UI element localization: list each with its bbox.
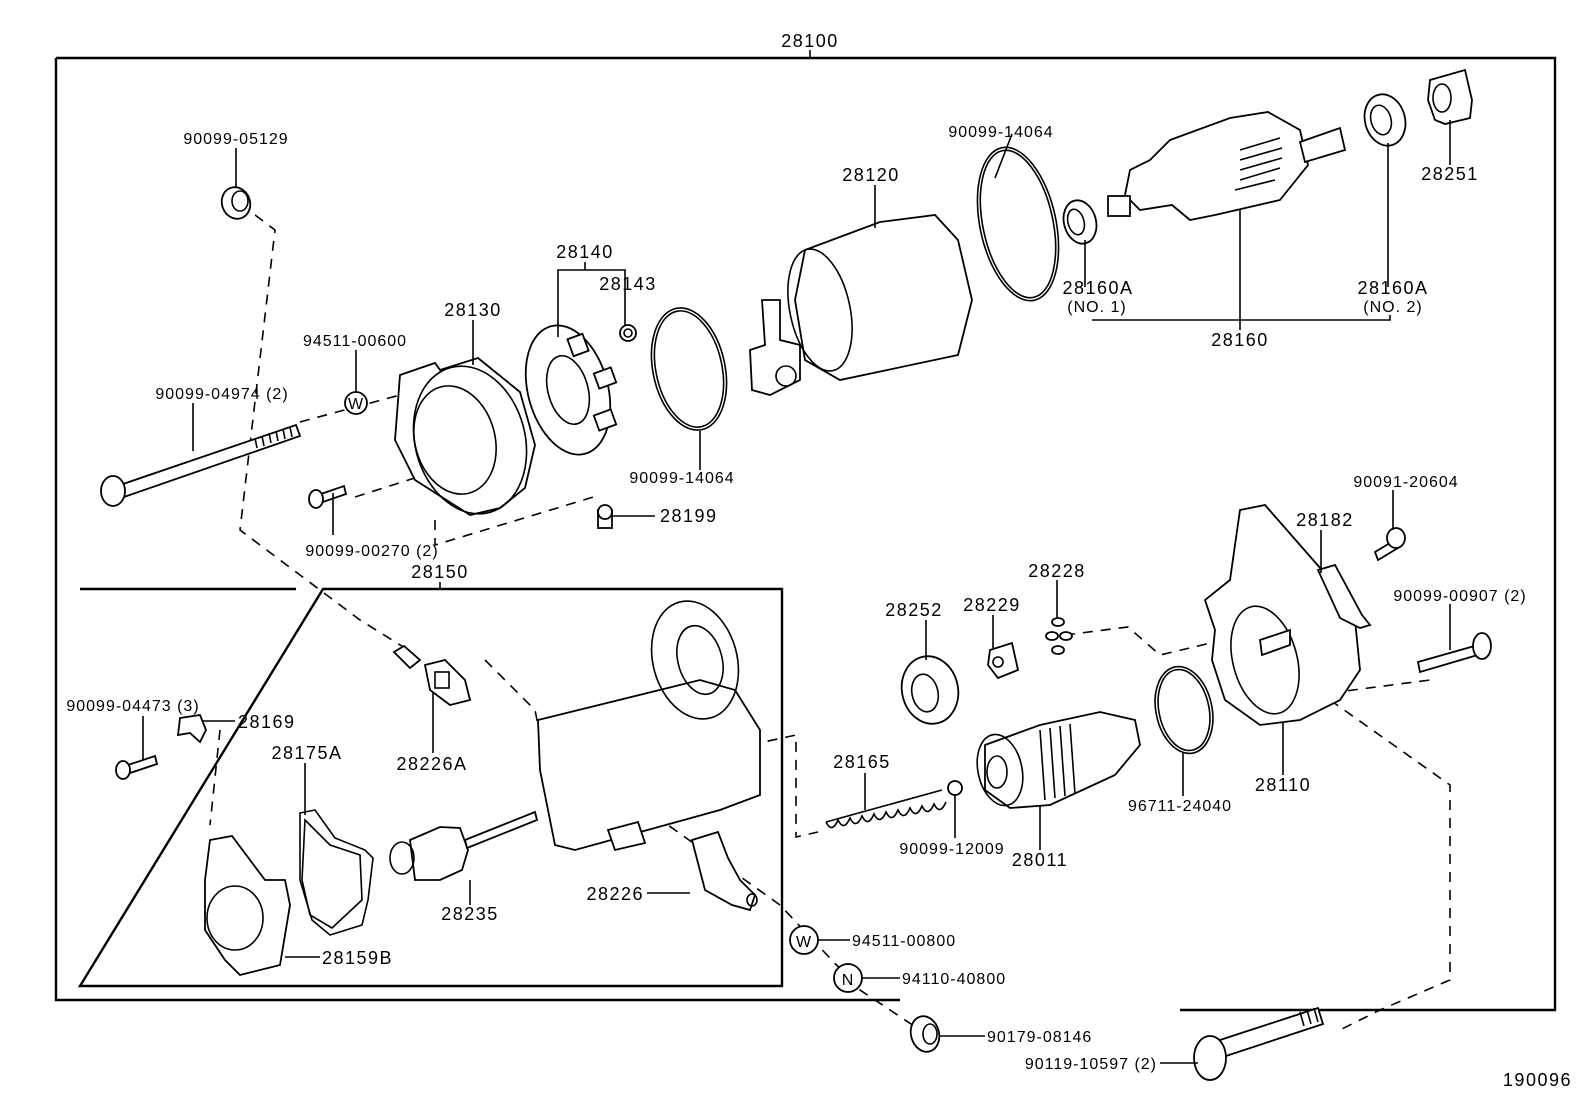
part-28169-clip[interactable] xyxy=(176,714,207,744)
part-90099-00907-bolt[interactable] xyxy=(1416,632,1492,674)
label-90119-10597: 90119-10597 (2) xyxy=(1025,1056,1157,1073)
part-28160A-bearing-no1[interactable] xyxy=(1059,197,1101,248)
label-28011: 28011 xyxy=(1012,850,1068,870)
part-90119-10597-bolt[interactable] xyxy=(1193,1006,1325,1081)
part-28110-housing[interactable] xyxy=(1203,504,1361,726)
label-28160A-no1-note: (NO. 1) xyxy=(1067,299,1126,316)
alignment-lines xyxy=(209,214,1451,1031)
nut-symbol-n: N xyxy=(842,972,855,989)
label-90099-14064-b: 90099-14064 xyxy=(948,124,1053,141)
label-28182: 28182 xyxy=(1296,510,1354,530)
label-28251: 28251 xyxy=(1421,164,1479,184)
subassembly-label: 28150 xyxy=(411,562,469,582)
part-labels: 90099-05129 94511-00600 28130 90099-0497… xyxy=(66,124,1572,1090)
part-28229-retainer[interactable] xyxy=(987,641,1020,680)
label-28226A: 28226A xyxy=(396,754,467,774)
assembly-frame-28100: 28100 xyxy=(54,31,1557,1012)
part-28252-gear[interactable] xyxy=(896,651,965,729)
part-90099-04473-bolt[interactable] xyxy=(115,754,159,780)
label-28229: 28229 xyxy=(963,595,1021,615)
subassembly-frame-28150: 28150 xyxy=(77,562,784,988)
label-28160: 28160 xyxy=(1211,330,1269,350)
assembly-label: 28100 xyxy=(781,31,839,51)
figure-id: 190096 xyxy=(1503,1070,1572,1090)
part-94511-00800-washer[interactable]: W xyxy=(789,925,819,955)
label-94511-00800: 94511-00800 xyxy=(852,933,956,950)
label-28159B: 28159B xyxy=(322,948,393,968)
label-28228: 28228 xyxy=(1028,561,1086,581)
label-28252: 28252 xyxy=(885,600,943,620)
label-94110-40800: 94110-40800 xyxy=(902,971,1006,988)
part-28235-plunger[interactable] xyxy=(389,810,539,881)
label-28110: 28110 xyxy=(1255,775,1311,795)
part-28143-spring[interactable] xyxy=(619,324,637,342)
label-28165: 28165 xyxy=(833,752,891,772)
washer-symbol-w-large: W xyxy=(796,934,812,951)
part-28251-gear[interactable] xyxy=(1427,68,1473,125)
part-94110-40800-nut[interactable]: N xyxy=(833,963,863,993)
washer-symbol-w: W xyxy=(348,396,364,413)
label-28169: 28169 xyxy=(238,712,296,732)
part-90091-20604-screw[interactable] xyxy=(1373,527,1406,562)
part-28228-rollers[interactable] xyxy=(1045,617,1073,655)
part-90099-14064-oring-a[interactable] xyxy=(641,301,737,437)
part-28160-armature[interactable] xyxy=(1107,111,1347,221)
part-96711-24040-oring[interactable] xyxy=(1147,661,1220,759)
part-28165-spring[interactable] xyxy=(825,789,947,829)
part-28140-brush-holder[interactable] xyxy=(512,316,623,464)
part-28150-switch-housing[interactable] xyxy=(537,591,761,852)
label-90179-08146: 90179-08146 xyxy=(987,1029,1092,1046)
label-28160A-no1: 28160A xyxy=(1062,278,1133,298)
label-90099-05129: 90099-05129 xyxy=(183,131,288,148)
label-90099-00907: 90099-00907 (2) xyxy=(1393,588,1526,605)
part-28159B-cover[interactable] xyxy=(204,835,291,976)
label-90091-20604: 90091-20604 xyxy=(1353,474,1458,491)
part-28182-bracket[interactable] xyxy=(1316,563,1372,629)
part-90099-04974-bolt[interactable] xyxy=(100,423,302,507)
part-94511-00600-washer[interactable]: W xyxy=(344,391,368,415)
part-28130-end-frame[interactable] xyxy=(394,353,543,526)
label-28199: 28199 xyxy=(660,506,718,526)
part-28199-clip[interactable] xyxy=(597,504,613,529)
part-28160A-bearing-no2[interactable] xyxy=(1359,90,1411,151)
part-28011-clutch[interactable] xyxy=(971,711,1141,810)
label-28120: 28120 xyxy=(842,165,900,185)
part-28226A-terminal[interactable] xyxy=(392,644,472,706)
label-94511-00600: 94511-00600 xyxy=(303,333,407,350)
part-28226-terminal[interactable] xyxy=(690,830,758,912)
leader-lines xyxy=(142,120,1451,1064)
label-90099-00270: 90099-00270 (2) xyxy=(305,543,438,560)
label-28130: 28130 xyxy=(444,300,502,320)
label-28160A-no2: 28160A xyxy=(1357,278,1428,298)
label-28140: 28140 xyxy=(556,242,614,262)
part-28175A-gasket[interactable] xyxy=(299,809,374,936)
part-90099-12009-ball[interactable] xyxy=(947,780,963,796)
label-96711-24040: 96711-24040 xyxy=(1128,798,1232,815)
label-28143: 28143 xyxy=(599,274,657,294)
part-90099-14064-oring-b[interactable] xyxy=(965,140,1072,308)
label-28235: 28235 xyxy=(441,904,499,924)
part-28120-yoke[interactable] xyxy=(749,214,973,396)
label-28175A: 28175A xyxy=(271,743,342,763)
part-90099-05129-nut[interactable] xyxy=(217,183,254,223)
label-28226: 28226 xyxy=(586,884,644,904)
label-90099-04974: 90099-04974 (2) xyxy=(155,386,288,403)
part-90099-00270-bolt[interactable] xyxy=(308,484,348,509)
label-28160A-no2-note: (NO. 2) xyxy=(1363,299,1422,316)
label-90099-12009: 90099-12009 xyxy=(899,841,1004,858)
label-90099-04473: 90099-04473 (3) xyxy=(66,698,199,715)
label-90099-14064-a: 90099-14064 xyxy=(629,470,734,487)
part-90179-08146-nut[interactable] xyxy=(907,1013,943,1055)
